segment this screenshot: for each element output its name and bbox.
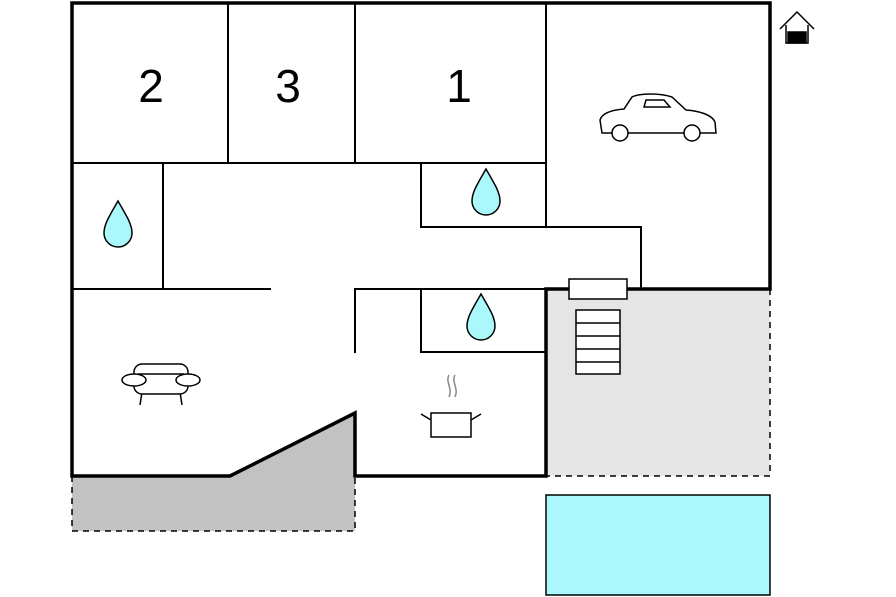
house-icon <box>779 10 815 44</box>
sofa-icon <box>121 363 201 406</box>
stairs-icon <box>568 278 628 375</box>
water-drop-icon <box>466 292 496 341</box>
exterior-wall <box>70 1 772 478</box>
room-number-3: 3 <box>275 60 301 112</box>
cooking-pot-icon <box>420 374 482 438</box>
interior-walls <box>71 2 642 353</box>
water-drop-icon <box>471 167 501 216</box>
open-terrace <box>72 413 355 531</box>
covered-terrace-outline <box>546 289 771 477</box>
room-number-1: 1 <box>446 60 472 112</box>
car-icon <box>599 93 717 142</box>
room-number-2: 2 <box>138 60 164 112</box>
swimming-pool <box>545 494 771 596</box>
water-drop-icon <box>103 199 133 248</box>
open-terrace-outline <box>71 476 356 532</box>
